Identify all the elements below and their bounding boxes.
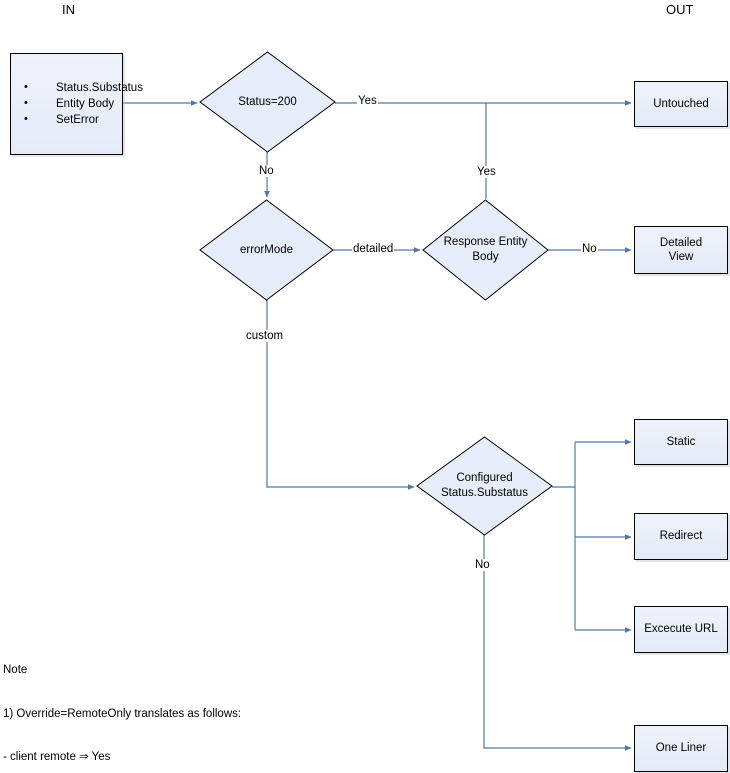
edge-label-error-custom: custom xyxy=(245,330,285,342)
input-item-0: Status.Substatus xyxy=(19,79,143,96)
output-excecute-url[interactable]: Excecute URL xyxy=(634,606,728,653)
decision-configured-status[interactable]: Configured Status.Substatus xyxy=(416,436,553,536)
input-item-1: Entity Body xyxy=(19,95,143,112)
diamond-shape xyxy=(416,436,553,536)
note-title: Note xyxy=(3,664,28,676)
diamond-shape xyxy=(199,199,334,301)
decision-error-mode[interactable]: errorMode xyxy=(199,199,334,301)
note-line-0: 1) Override=RemoteOnly translates as fol… xyxy=(3,707,242,720)
output-one-liner[interactable]: One Liner xyxy=(634,725,728,772)
output-static[interactable]: Static xyxy=(634,419,728,465)
output-one-liner-label: One Liner xyxy=(655,742,707,755)
column-header-in: IN xyxy=(62,2,75,17)
edge-label-entity-yes: Yes xyxy=(476,166,497,178)
edge-label-status-no: No xyxy=(258,165,275,177)
edge-label-status-yes: Yes xyxy=(357,95,378,107)
output-redirect-label: Redirect xyxy=(659,530,703,543)
output-excecute-url-label: Excecute URL xyxy=(644,623,718,636)
output-untouched[interactable]: Untouched xyxy=(634,81,728,127)
input-node[interactable]: Status.Substatus Entity Body SetError xyxy=(10,53,143,155)
diamond-shape xyxy=(199,51,336,153)
edge-errormode-custom xyxy=(266,300,415,490)
input-item-2: SetError xyxy=(19,111,143,128)
output-detailed-view-label: Detailed View xyxy=(659,236,703,263)
edge-label-error-detailed: detailed xyxy=(352,243,395,255)
output-untouched-label: Untouched xyxy=(653,97,709,110)
decision-response-entity-body[interactable]: Response Entity Body xyxy=(422,199,549,301)
output-detailed-view[interactable]: Detailed View xyxy=(634,226,728,274)
diamond-shape xyxy=(422,199,549,301)
output-static-label: Static xyxy=(666,435,696,448)
input-node-list: Status.Substatus Entity Body SetError xyxy=(19,79,143,128)
note-block: Note 1) Override=RemoteOnly translates a… xyxy=(3,634,254,773)
output-redirect[interactable]: Redirect xyxy=(634,513,728,560)
note-line-1: - client remote ⇒ Yes xyxy=(3,751,111,763)
column-header-out: OUT xyxy=(666,2,694,17)
edge-configured-no-one-liner xyxy=(483,535,632,751)
edge-label-entity-no: No xyxy=(581,243,598,255)
edge-label-configured-no: No xyxy=(474,559,491,571)
decision-status-200[interactable]: Status=200 xyxy=(199,51,336,153)
